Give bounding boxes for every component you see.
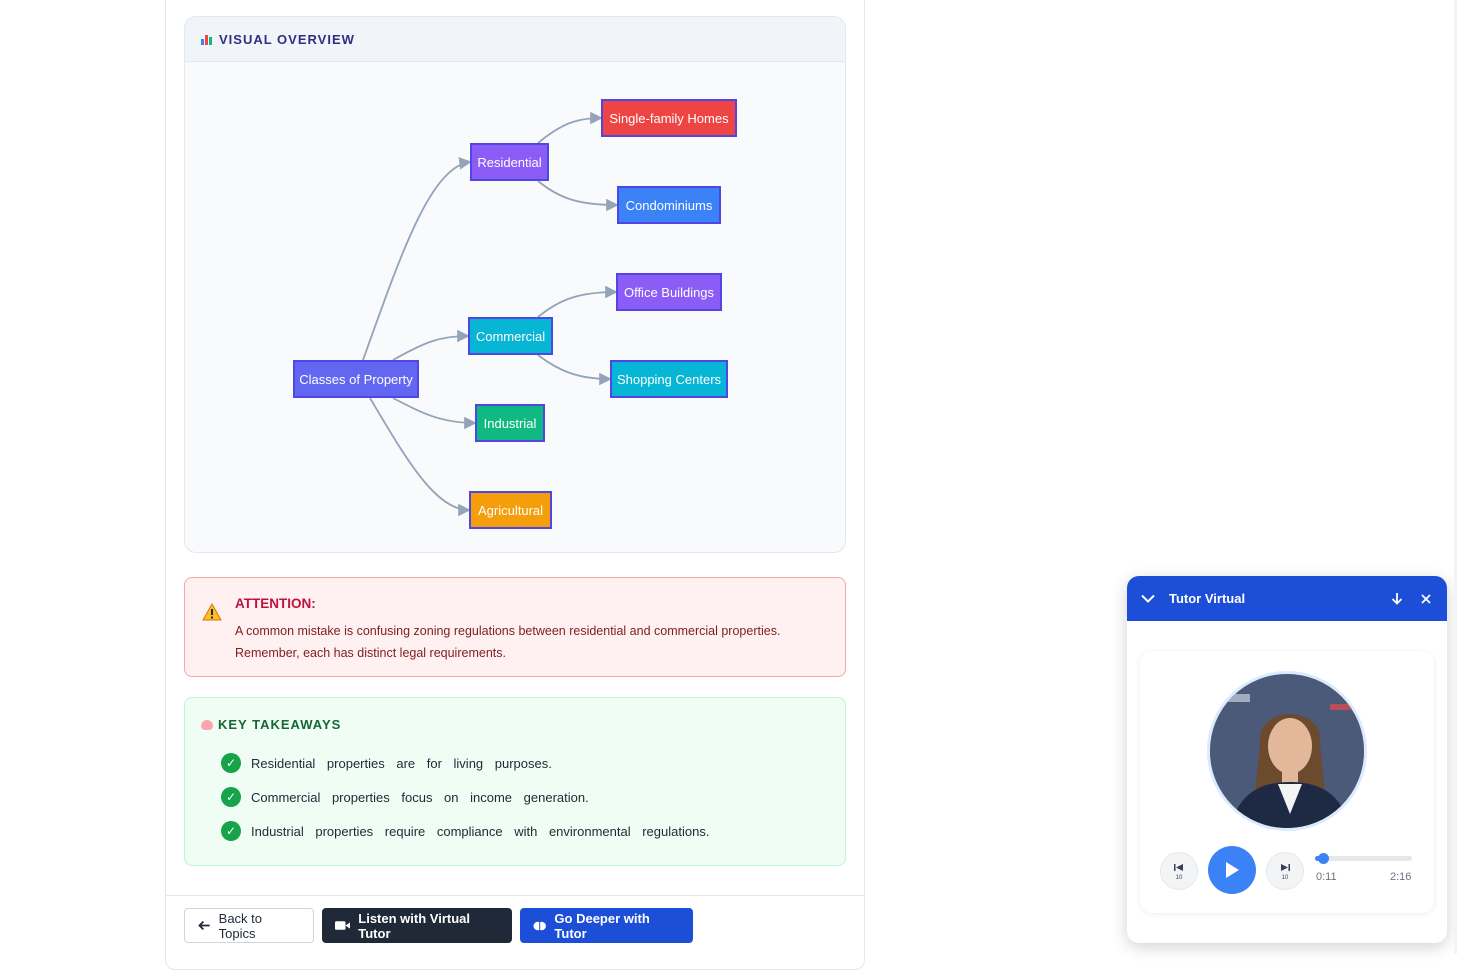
skip-forward-button[interactable]: 10 — [1266, 852, 1304, 890]
video-camera-icon — [335, 921, 351, 930]
tutor-header: Tutor Virtual — [1127, 576, 1447, 621]
svg-text:10: 10 — [1282, 875, 1289, 880]
check-icon: ✓ — [221, 753, 241, 773]
svg-text:10: 10 — [1176, 875, 1183, 880]
takeaway-text: Residential properties are for living pu… — [251, 755, 552, 771]
arrow-down-icon[interactable] — [1388, 590, 1406, 608]
node-shopping-centers: Shopping Centers — [610, 360, 728, 398]
edge-residential-condo — [537, 180, 619, 212]
chevron-down-icon[interactable] — [1139, 590, 1157, 608]
edge-root-agricultural — [369, 397, 471, 517]
edge-residential-single — [537, 111, 603, 144]
brain-icon — [201, 719, 213, 730]
visual-overview-header: VISUAL OVERVIEW — [185, 17, 845, 62]
go-deeper-label: Go Deeper with Tutor — [554, 910, 650, 941]
attention-text: A common mistake is confusing zoning reg… — [235, 624, 781, 660]
brain-icon — [533, 920, 546, 931]
node-classes-of-property: Classes of Property — [293, 360, 419, 398]
diagram-edges — [362, 111, 619, 517]
list-item: ✓ Industrial properties require complianc… — [221, 814, 709, 848]
check-icon: ✓ — [221, 821, 241, 841]
takeaway-text: Commercial properties focus on income ge… — [251, 789, 589, 805]
go-deeper-with-tutor-button[interactable]: Go Deeper with Tutor — [520, 908, 693, 943]
tutor-avatar — [1207, 671, 1367, 831]
skip-back-button[interactable]: 10 — [1160, 852, 1198, 890]
list-item: ✓ Residential properties are for living p… — [221, 746, 709, 780]
arrow-left-icon — [198, 920, 210, 931]
node-agricultural: Agricultural — [469, 491, 552, 529]
key-takeaways-title: KEY TAKEAWAYS — [218, 717, 342, 732]
list-item: ✓ Commercial properties focus on income g… — [221, 780, 709, 814]
key-takeaways-header: KEY TAKEAWAYS — [201, 717, 341, 732]
edge-commercial-office — [537, 285, 618, 318]
page-scrollbar[interactable] — [1454, 0, 1457, 954]
back-to-topics-button[interactable]: Back to Topics — [184, 908, 314, 943]
key-takeaways-panel: KEY TAKEAWAYS ✓ Residential properties ar… — [184, 697, 846, 866]
bar-chart-icon — [201, 33, 213, 45]
node-industrial: Industrial — [475, 404, 545, 442]
node-single-family-homes: Single-family Homes — [601, 99, 737, 137]
takeaways-list: ✓ Residential properties are for living p… — [221, 746, 709, 848]
play-icon — [1226, 862, 1239, 878]
node-commercial: Commercial — [468, 317, 553, 355]
edge-root-residential — [362, 157, 472, 361]
takeaway-text: Industrial properties require compliance… — [251, 823, 710, 839]
edge-root-commercial — [392, 329, 470, 361]
duration: 2:16 — [1390, 871, 1412, 883]
edge-root-industrial — [392, 397, 477, 430]
tutor-title: Tutor Virtual — [1169, 591, 1246, 606]
back-to-topics-label: Back to Topics — [218, 910, 263, 941]
check-icon: ✓ — [221, 787, 241, 807]
close-icon[interactable] — [1417, 590, 1435, 608]
listen-with-virtual-tutor-button[interactable]: Listen with Virtual Tutor — [322, 908, 512, 943]
attention-title: ATTENTION: — [235, 596, 316, 611]
node-office-buildings: Office Buildings — [616, 273, 722, 311]
node-residential: Residential — [470, 143, 549, 181]
tutor-player: 10 10 0:11 2:16 — [1140, 651, 1434, 913]
edge-commercial-shopping — [537, 354, 612, 386]
visual-overview-title: VISUAL OVERVIEW — [219, 31, 355, 47]
visual-overview-panel: VISUAL OVERVIEW Classes of Property Resi… — [184, 16, 846, 553]
node-condominiums: Condominiums — [617, 186, 721, 224]
progress-thumb[interactable] — [1317, 853, 1329, 864]
play-button[interactable] — [1208, 846, 1256, 894]
skip-back-icon: 10 — [1174, 864, 1183, 880]
current-time: 0:11 — [1316, 871, 1337, 883]
warning-icon — [202, 603, 222, 621]
listen-label: Listen with Virtual Tutor — [358, 910, 470, 941]
skip-forward-icon: 10 — [1281, 864, 1290, 880]
tutor-widget: Tutor Virtual 10 — [1127, 576, 1447, 943]
attention-callout: ATTENTION: A common mistake is confusing… — [184, 577, 846, 677]
footer-divider — [166, 895, 864, 896]
progress-slider[interactable] — [1315, 853, 1412, 864]
